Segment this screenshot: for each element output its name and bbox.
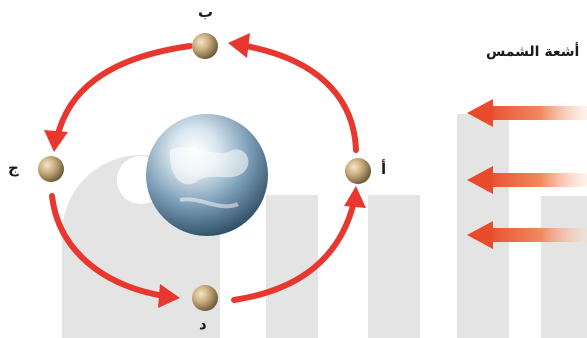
arrowhead-right-bottom bbox=[344, 186, 366, 208]
orbit-arrow-bottom-to-right bbox=[231, 199, 357, 303]
moon-bottom-label: د bbox=[199, 315, 207, 333]
arrowhead-left-top bbox=[44, 130, 68, 152]
watermark bbox=[62, 114, 587, 338]
orbit-arrows bbox=[44, 33, 366, 308]
moon-top bbox=[192, 33, 218, 59]
arrowhead-top-right bbox=[228, 33, 250, 58]
moons bbox=[38, 33, 371, 311]
sun-rays bbox=[467, 99, 587, 249]
moon-right-label: أ bbox=[381, 160, 387, 178]
moon-bottom bbox=[192, 285, 218, 311]
moon-left-label: ج bbox=[8, 159, 19, 177]
arrowhead-bottom-left bbox=[158, 284, 180, 308]
orbit-arrow-right-to-top bbox=[237, 42, 359, 153]
orbit-arrow-left-to-bottom bbox=[49, 193, 167, 299]
moon-top-label: ب bbox=[198, 3, 214, 21]
moon-left bbox=[38, 156, 64, 182]
sun-ray-3 bbox=[467, 221, 587, 249]
moon-right bbox=[345, 158, 371, 184]
earth-globe bbox=[146, 114, 268, 236]
sun-ray-2 bbox=[467, 166, 587, 194]
sun-ray-1 bbox=[467, 99, 587, 127]
orbit-arrow-top-to-left bbox=[54, 43, 193, 141]
sunlight-label: أشعة الشمس bbox=[486, 44, 580, 60]
